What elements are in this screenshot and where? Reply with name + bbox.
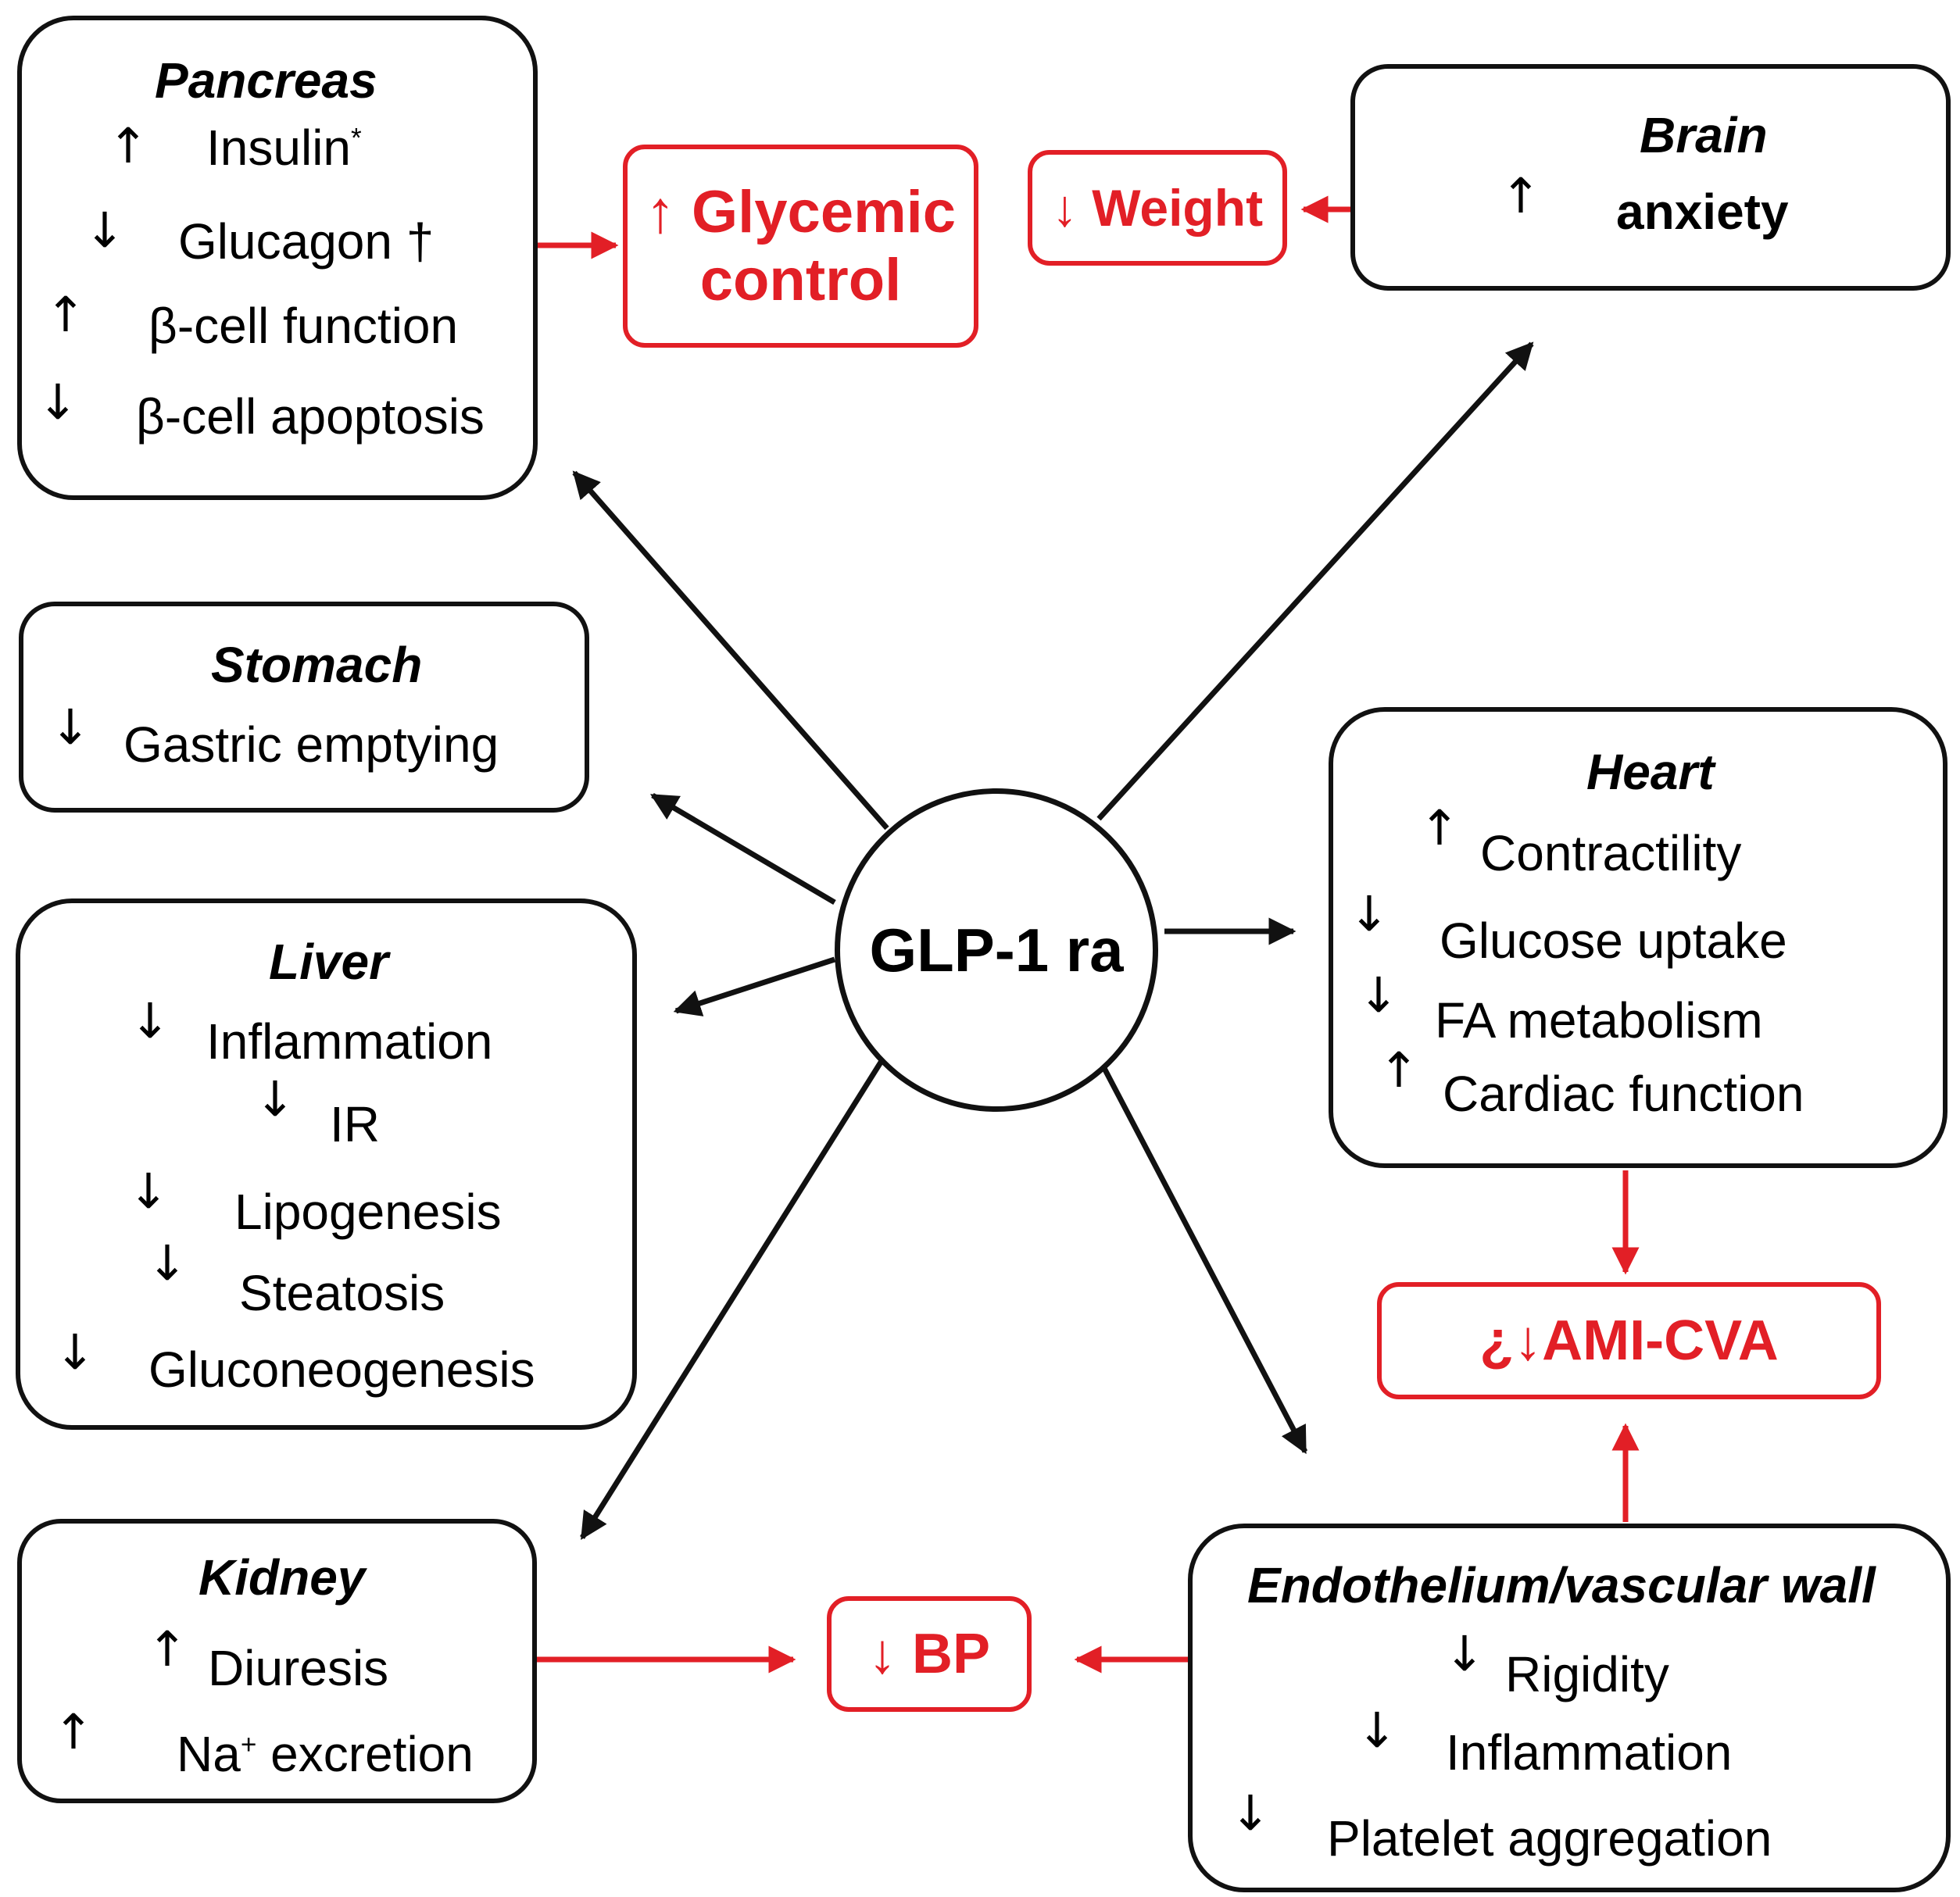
glucagon-label: Glucagon † xyxy=(178,213,435,270)
diuresis-label: Diuresis xyxy=(208,1640,389,1696)
rigidity-label: Rigidity xyxy=(1505,1646,1669,1702)
liver-box: Liver ↓ Inflammation ↓ IR ↓ Lipogenesis … xyxy=(16,898,637,1430)
cardiac-function-label: Cardiac function xyxy=(1443,1066,1804,1122)
bp-box: ↓ BP xyxy=(827,1596,1032,1712)
gastric-emptying-label: Gastric emptying xyxy=(123,716,499,773)
platelet-aggregation-label: Platelet aggregation xyxy=(1327,1810,1772,1867)
weight-label: ↓ Weight xyxy=(1051,179,1264,237)
arrow-to-brain xyxy=(1096,341,1534,821)
arrow-to-endothelium xyxy=(1095,1055,1308,1455)
glp1-hub: GLP-1 ra xyxy=(835,788,1158,1112)
brain-box: Brain ↑ anxiety xyxy=(1350,64,1951,291)
down-arrow-icon: ↓ xyxy=(1357,1702,1397,1759)
steatosis-label: Steatosis xyxy=(239,1265,445,1321)
beta-cell-function-label: β-cell function xyxy=(148,298,459,354)
down-arrow-icon: ↓ xyxy=(147,1234,188,1291)
down-arrow-icon: ↓ xyxy=(130,992,170,1049)
up-arrow-icon: ↑ xyxy=(1379,1041,1419,1099)
down-arrow-icon: ↓ xyxy=(1230,1784,1271,1842)
brain-title: Brain xyxy=(1640,107,1768,163)
stomach-box: Stomach ↓ Gastric emptying xyxy=(19,602,589,813)
down-arrow-icon: ↓ xyxy=(255,1070,295,1127)
beta-cell-apoptosis-label: β-cell apoptosis xyxy=(136,388,485,445)
arrow-to-pancreas xyxy=(572,470,889,831)
up-arrow-icon: ↑ xyxy=(53,1703,94,1760)
inflammation-label: Inflammation xyxy=(206,1013,493,1070)
ami-cva-label: ¿↓AMI-CVA xyxy=(1479,1309,1779,1372)
gluconeogenesis-label: Gluconeogenesis xyxy=(148,1341,535,1398)
lipogenesis-label: Lipogenesis xyxy=(234,1184,502,1240)
up-arrow-icon: ↑ xyxy=(45,286,86,343)
pancreas-title: Pancreas xyxy=(155,52,377,109)
fa-metabolism-label: FA metabolism xyxy=(1435,992,1763,1049)
down-arrow-icon: ↓ xyxy=(84,202,125,259)
contractility-label: Contractility xyxy=(1480,825,1742,881)
endothelium-box: Endothelium/vascular wall ↓ Rigidity ↓ I… xyxy=(1188,1524,1951,1892)
heart-title: Heart xyxy=(1586,744,1715,800)
na-excretion-label: Na+ excretion xyxy=(177,1726,474,1782)
glycemic-line-1: ↑ Glycemic xyxy=(645,178,957,245)
glycemic-line-2: control xyxy=(699,247,902,313)
glucose-uptake-label: Glucose uptake xyxy=(1440,913,1787,969)
insulin-label: Insulin* xyxy=(206,120,362,176)
glycemic-control-box: ↑ Glycemic control xyxy=(623,145,978,348)
down-arrow-icon: ↓ xyxy=(38,373,78,430)
anxiety-label: anxiety xyxy=(1616,184,1789,240)
up-arrow-icon: ↑ xyxy=(108,117,148,174)
bp-label: ↓ BP xyxy=(867,1623,991,1685)
up-arrow-icon: ↑ xyxy=(147,1620,188,1677)
endothelium-title: Endothelium/vascular wall xyxy=(1247,1557,1876,1613)
ir-label: IR xyxy=(330,1096,380,1152)
liver-title: Liver xyxy=(269,934,388,990)
stomach-title: Stomach xyxy=(211,637,423,693)
heart-box: Heart ↑ Contractility ↓ Glucose uptake ↓… xyxy=(1329,707,1947,1168)
down-arrow-icon: ↓ xyxy=(1444,1625,1485,1682)
up-arrow-icon: ↑ xyxy=(1500,167,1541,224)
ami-cva-box: ¿↓AMI-CVA xyxy=(1377,1282,1881,1399)
pancreas-box: Pancreas ↑ Insulin* ↓ Glucagon † ↑ β-cel… xyxy=(17,16,538,500)
weight-box: ↓ Weight xyxy=(1028,150,1287,266)
up-arrow-icon: ↑ xyxy=(1419,799,1460,856)
arrow-to-liver xyxy=(673,956,836,1016)
down-arrow-icon: ↓ xyxy=(1358,966,1399,1024)
down-arrow-icon: ↓ xyxy=(128,1163,169,1220)
arrow-to-stomach xyxy=(649,792,836,906)
kidney-box: Kidney ↑ Diuresis ↑ Na+ excretion xyxy=(17,1519,537,1803)
arrow-to-kidney xyxy=(580,1053,888,1540)
inflammation-label: Inflammation xyxy=(1446,1724,1733,1781)
down-arrow-icon: ↓ xyxy=(50,698,91,756)
down-arrow-icon: ↓ xyxy=(55,1324,95,1381)
down-arrow-icon: ↓ xyxy=(1349,885,1390,942)
kidney-title: Kidney xyxy=(199,1549,366,1606)
